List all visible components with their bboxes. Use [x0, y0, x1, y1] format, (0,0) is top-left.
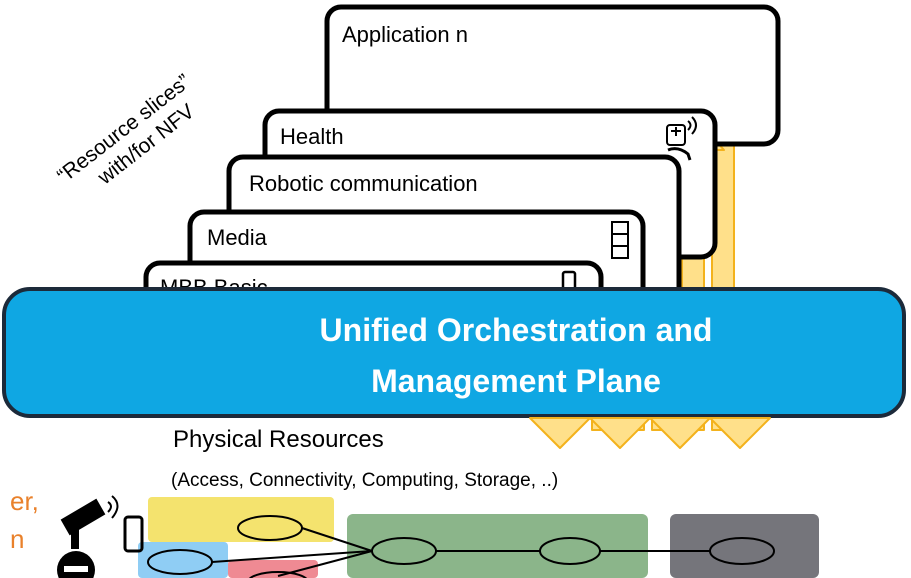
node-red	[248, 571, 308, 578]
physical-resources-title: Physical Resources	[173, 426, 384, 453]
network-links	[211, 527, 710, 577]
node-gray	[709, 537, 775, 565]
node-blue	[147, 549, 213, 575]
orchestration-plane: Unified Orchestration and Management Pla…	[2, 287, 906, 418]
access-zone-blue	[138, 542, 228, 578]
mobile-phone-icon	[123, 515, 144, 553]
physical-resources-subtitle: (Access, Connectivity, Computing, Storag…	[171, 470, 558, 491]
left-text-line2: n	[10, 524, 24, 554]
orchestration-title-line2: Management Plane	[371, 363, 661, 399]
speaker-icon	[57, 551, 95, 578]
network-nodes	[147, 515, 775, 578]
slice-label: Health	[280, 124, 344, 149]
connectivity-zone-green	[347, 514, 648, 578]
orchestration-title-line1: Unified Orchestration and	[320, 312, 713, 348]
slice-label: Application n	[342, 22, 468, 47]
slice-label: Robotic communication	[249, 171, 478, 196]
left-text-line1: er,	[10, 486, 39, 516]
computing-zone-gray	[670, 514, 819, 578]
slice-label: Media	[207, 225, 268, 250]
film-strip-icon	[611, 221, 629, 259]
medical-device-icon	[666, 116, 697, 161]
node-green-2	[539, 537, 601, 565]
node-green-1	[371, 537, 437, 565]
access-zone-yellow	[148, 497, 334, 542]
node-yellow	[237, 515, 303, 541]
arrow-tips	[529, 417, 771, 449]
security-camera-icon	[60, 495, 119, 549]
resource-slices-annotation: “Resource slices” with/for NFV	[53, 70, 199, 190]
